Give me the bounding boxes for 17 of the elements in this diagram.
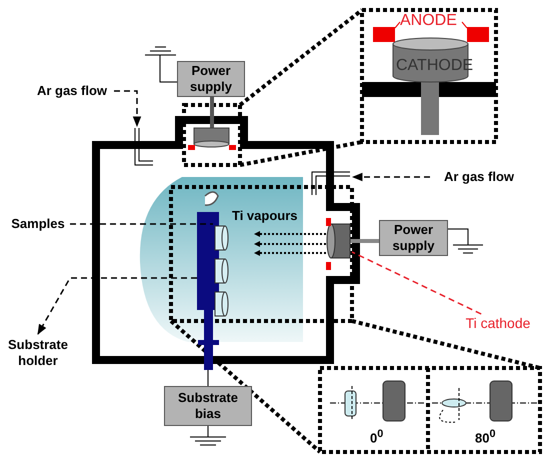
substrate-bias-box: Substrate bias <box>164 386 252 426</box>
angle-label: 0$^{0}$ <box>370 428 384 446</box>
callout-text: Samples <box>6 214 70 234</box>
power-supply-box: Power supply <box>379 220 448 256</box>
leader-line <box>70 223 213 225</box>
angle-label: 80$^{0}$ <box>475 428 496 446</box>
leader-line <box>352 251 482 315</box>
callout-text: Ar gas flow <box>430 168 528 186</box>
leader-line <box>37 277 197 335</box>
power-supply-box: Power supply <box>177 61 245 97</box>
callout-text: Ti cathode <box>456 314 540 334</box>
part-label: ANODE <box>400 12 457 30</box>
callout-text: Substrate holder <box>2 334 74 372</box>
leader-line <box>114 90 142 128</box>
leader-line <box>352 172 430 182</box>
callout-text: Ar gas flow <box>30 82 114 100</box>
region-label: Ti vapours <box>232 208 298 223</box>
